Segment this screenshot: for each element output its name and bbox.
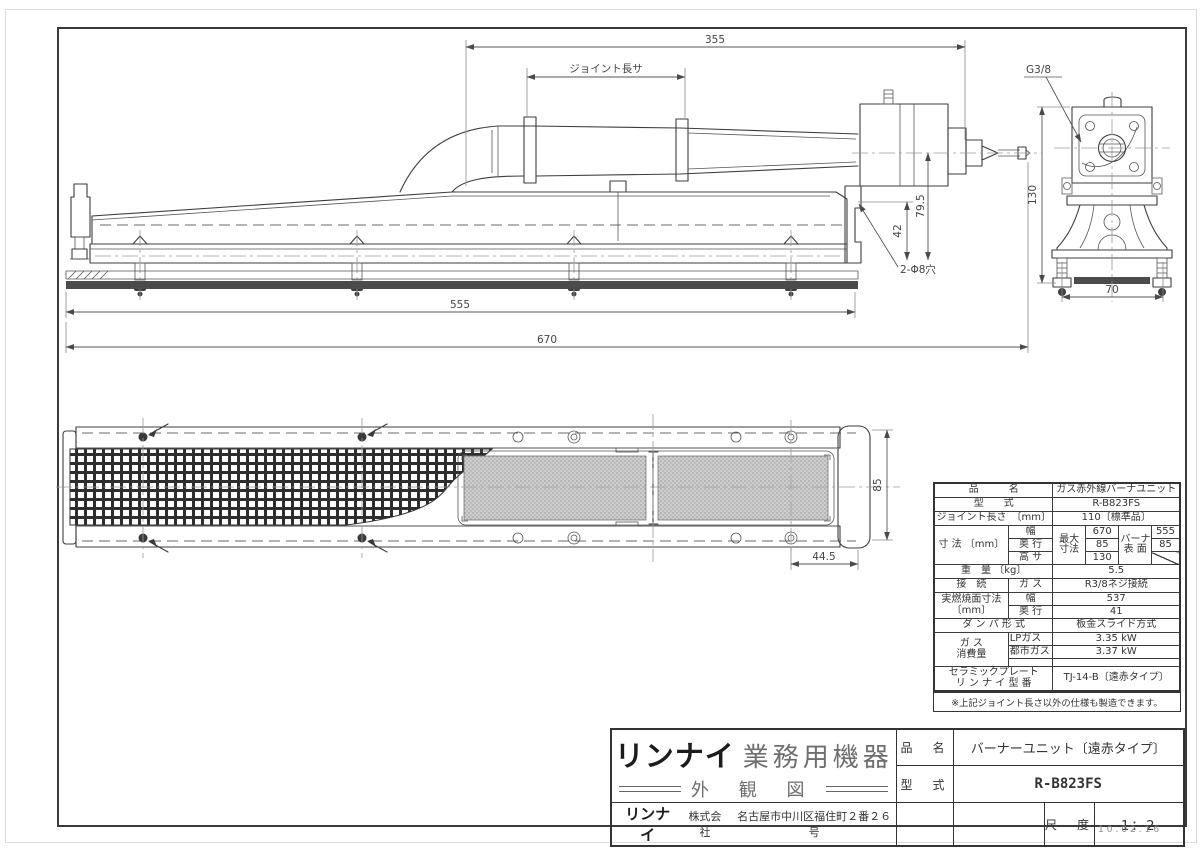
spec-surface-height-na	[1150, 551, 1181, 565]
spec-surface-label-line1: バーナ	[1120, 533, 1151, 545]
spec-ceramic-value: TJ-14-B〔遠赤タイプ〕	[1052, 666, 1181, 692]
spec-burn-label-line2: 〔mm〕	[951, 604, 992, 616]
title-model-label: 型 式	[895, 765, 954, 803]
spec-weight-label: 重 量 〔kg〕	[933, 564, 1054, 579]
double-rule-right	[826, 786, 889, 792]
spec-weight-unit: 〔kg〕	[994, 565, 1027, 577]
title-logo-cell: リンナイ 業務用機器 外 観 図	[610, 728, 897, 803]
spec-ceramic-label: セラミックプレート リ ン ナ イ 型 番	[933, 666, 1054, 692]
spec-joint-value: 110〔標準品〕	[1052, 511, 1181, 526]
spec-surface-width: 555	[1150, 525, 1181, 539]
date-stamp: 10.02.16	[1098, 825, 1163, 835]
spec-weight-label-text: 重 量	[961, 565, 992, 577]
spec-name-value: ガス赤外線バーナユニット	[1052, 482, 1181, 498]
spec-conn-sub-label: ガ ス	[1007, 578, 1054, 593]
spec-surface-label-line2: 表 面	[1123, 544, 1147, 555]
spec-max-label: 最大 寸法	[1052, 525, 1086, 565]
company-suffix: 株式会社	[688, 810, 722, 839]
company-address: 名古屋市中川区福住町２番２６号	[737, 810, 892, 839]
rinnai-logo: リンナイ	[614, 739, 735, 773]
spec-conn-label: 接 続	[933, 578, 1009, 593]
spec-model-value: R-B823FS	[1052, 497, 1181, 512]
title-block: リンナイ 業務用機器 外 観 図 品 名 バーナーユニット〔遠赤タイプ〕 型 式…	[610, 728, 1185, 847]
spec-ceramic-label-line2: リ ン ナ イ 型 番	[955, 677, 1032, 689]
spec-table: 品 名 ガス赤外線バーナユニット 型 式 R-B823FS ジョイント長さ 〔m…	[933, 482, 1181, 692]
spec-max-label-line2: 寸法	[1059, 544, 1080, 555]
title-part-label: 品 名	[895, 728, 954, 767]
title-model-value: R-B823FS	[952, 765, 1185, 803]
spec-gas-empty-value	[1052, 658, 1181, 667]
spec-surface-depth: 85	[1150, 538, 1181, 552]
spec-damper-value: 板金スライド方式	[1052, 618, 1181, 633]
spec-note: ※上記ジョイント長さ以外の仕様も製造できます。	[933, 692, 1181, 712]
spec-gas-label-line1: ガ ス	[959, 638, 983, 649]
spec-city-label: 都市ガス 13A	[1007, 645, 1054, 659]
spec-burn-label-line1: 実燃焼面寸法	[941, 594, 1002, 605]
spec-gas-label: ガ ス 消費量	[933, 632, 1009, 667]
spec-weight-value: 5.5	[1052, 564, 1181, 579]
spec-max-label-line1: 最大	[1059, 533, 1080, 545]
spec-depth-label: 奥 行	[1007, 538, 1054, 552]
spec-max-width: 670	[1084, 525, 1120, 539]
title-empty-cell-1	[895, 802, 954, 847]
spec-burn-width-value: 537	[1052, 592, 1181, 606]
spec-dims-label: 寸 法 〔mm〕	[933, 525, 1009, 565]
spec-max-depth: 85	[1084, 538, 1120, 552]
title-scale-value: 1：2	[1093, 802, 1185, 847]
spec-surface-label: バーナ 表 面	[1118, 525, 1152, 565]
spec-width-label: 幅	[1007, 525, 1054, 539]
spec-joint-label: ジョイント長さ 〔mm〕	[933, 511, 1054, 526]
spec-lp-label: LPガス	[1007, 632, 1054, 646]
title-empty-cell-2	[952, 802, 1045, 847]
company-brand: リンナイ	[625, 805, 671, 844]
spec-burn-depth-label: 奥 行	[1007, 605, 1054, 619]
spec-gas-label-line2: 消費量	[956, 648, 987, 660]
spec-height-label: 高 サ	[1007, 551, 1054, 565]
spec-table-area: 品 名 ガス赤外線バーナユニット 型 式 R-B823FS ジョイント長さ 〔m…	[933, 482, 1181, 712]
title-company-cell: リンナイ 株式会社 名古屋市中川区福住町２番２６号	[610, 802, 897, 847]
title-scale-label: 尺 度	[1043, 802, 1095, 847]
paper-edge	[5, 9, 1197, 843]
spec-conn-value: R3/8ネジ接続	[1052, 578, 1181, 593]
spec-name-label: 品 名	[933, 482, 1054, 498]
spec-damper-label: ダ ン パ 形 式	[933, 618, 1054, 633]
title-part-value: バーナーユニット〔遠赤タイプ〕	[952, 728, 1185, 767]
doc-type-label: 外 観 図	[691, 780, 817, 801]
business-equipment-label: 業務用機器	[742, 743, 893, 773]
spec-lp-value: 3.35 kW	[1052, 632, 1181, 646]
spec-gas-empty-label	[1007, 658, 1054, 667]
spec-burn-width-label: 幅	[1007, 592, 1054, 606]
spec-city-value: 3.37 kW	[1052, 645, 1181, 659]
spec-max-height: 130	[1084, 551, 1120, 565]
spec-ceramic-label-line1: セラミックプレート	[948, 667, 1039, 678]
double-rule-left	[619, 786, 682, 792]
spec-burn-label: 実燃焼面寸法 〔mm〕	[933, 592, 1009, 619]
spec-burn-depth-value: 41	[1052, 605, 1181, 619]
spec-model-label: 型 式	[933, 497, 1054, 512]
